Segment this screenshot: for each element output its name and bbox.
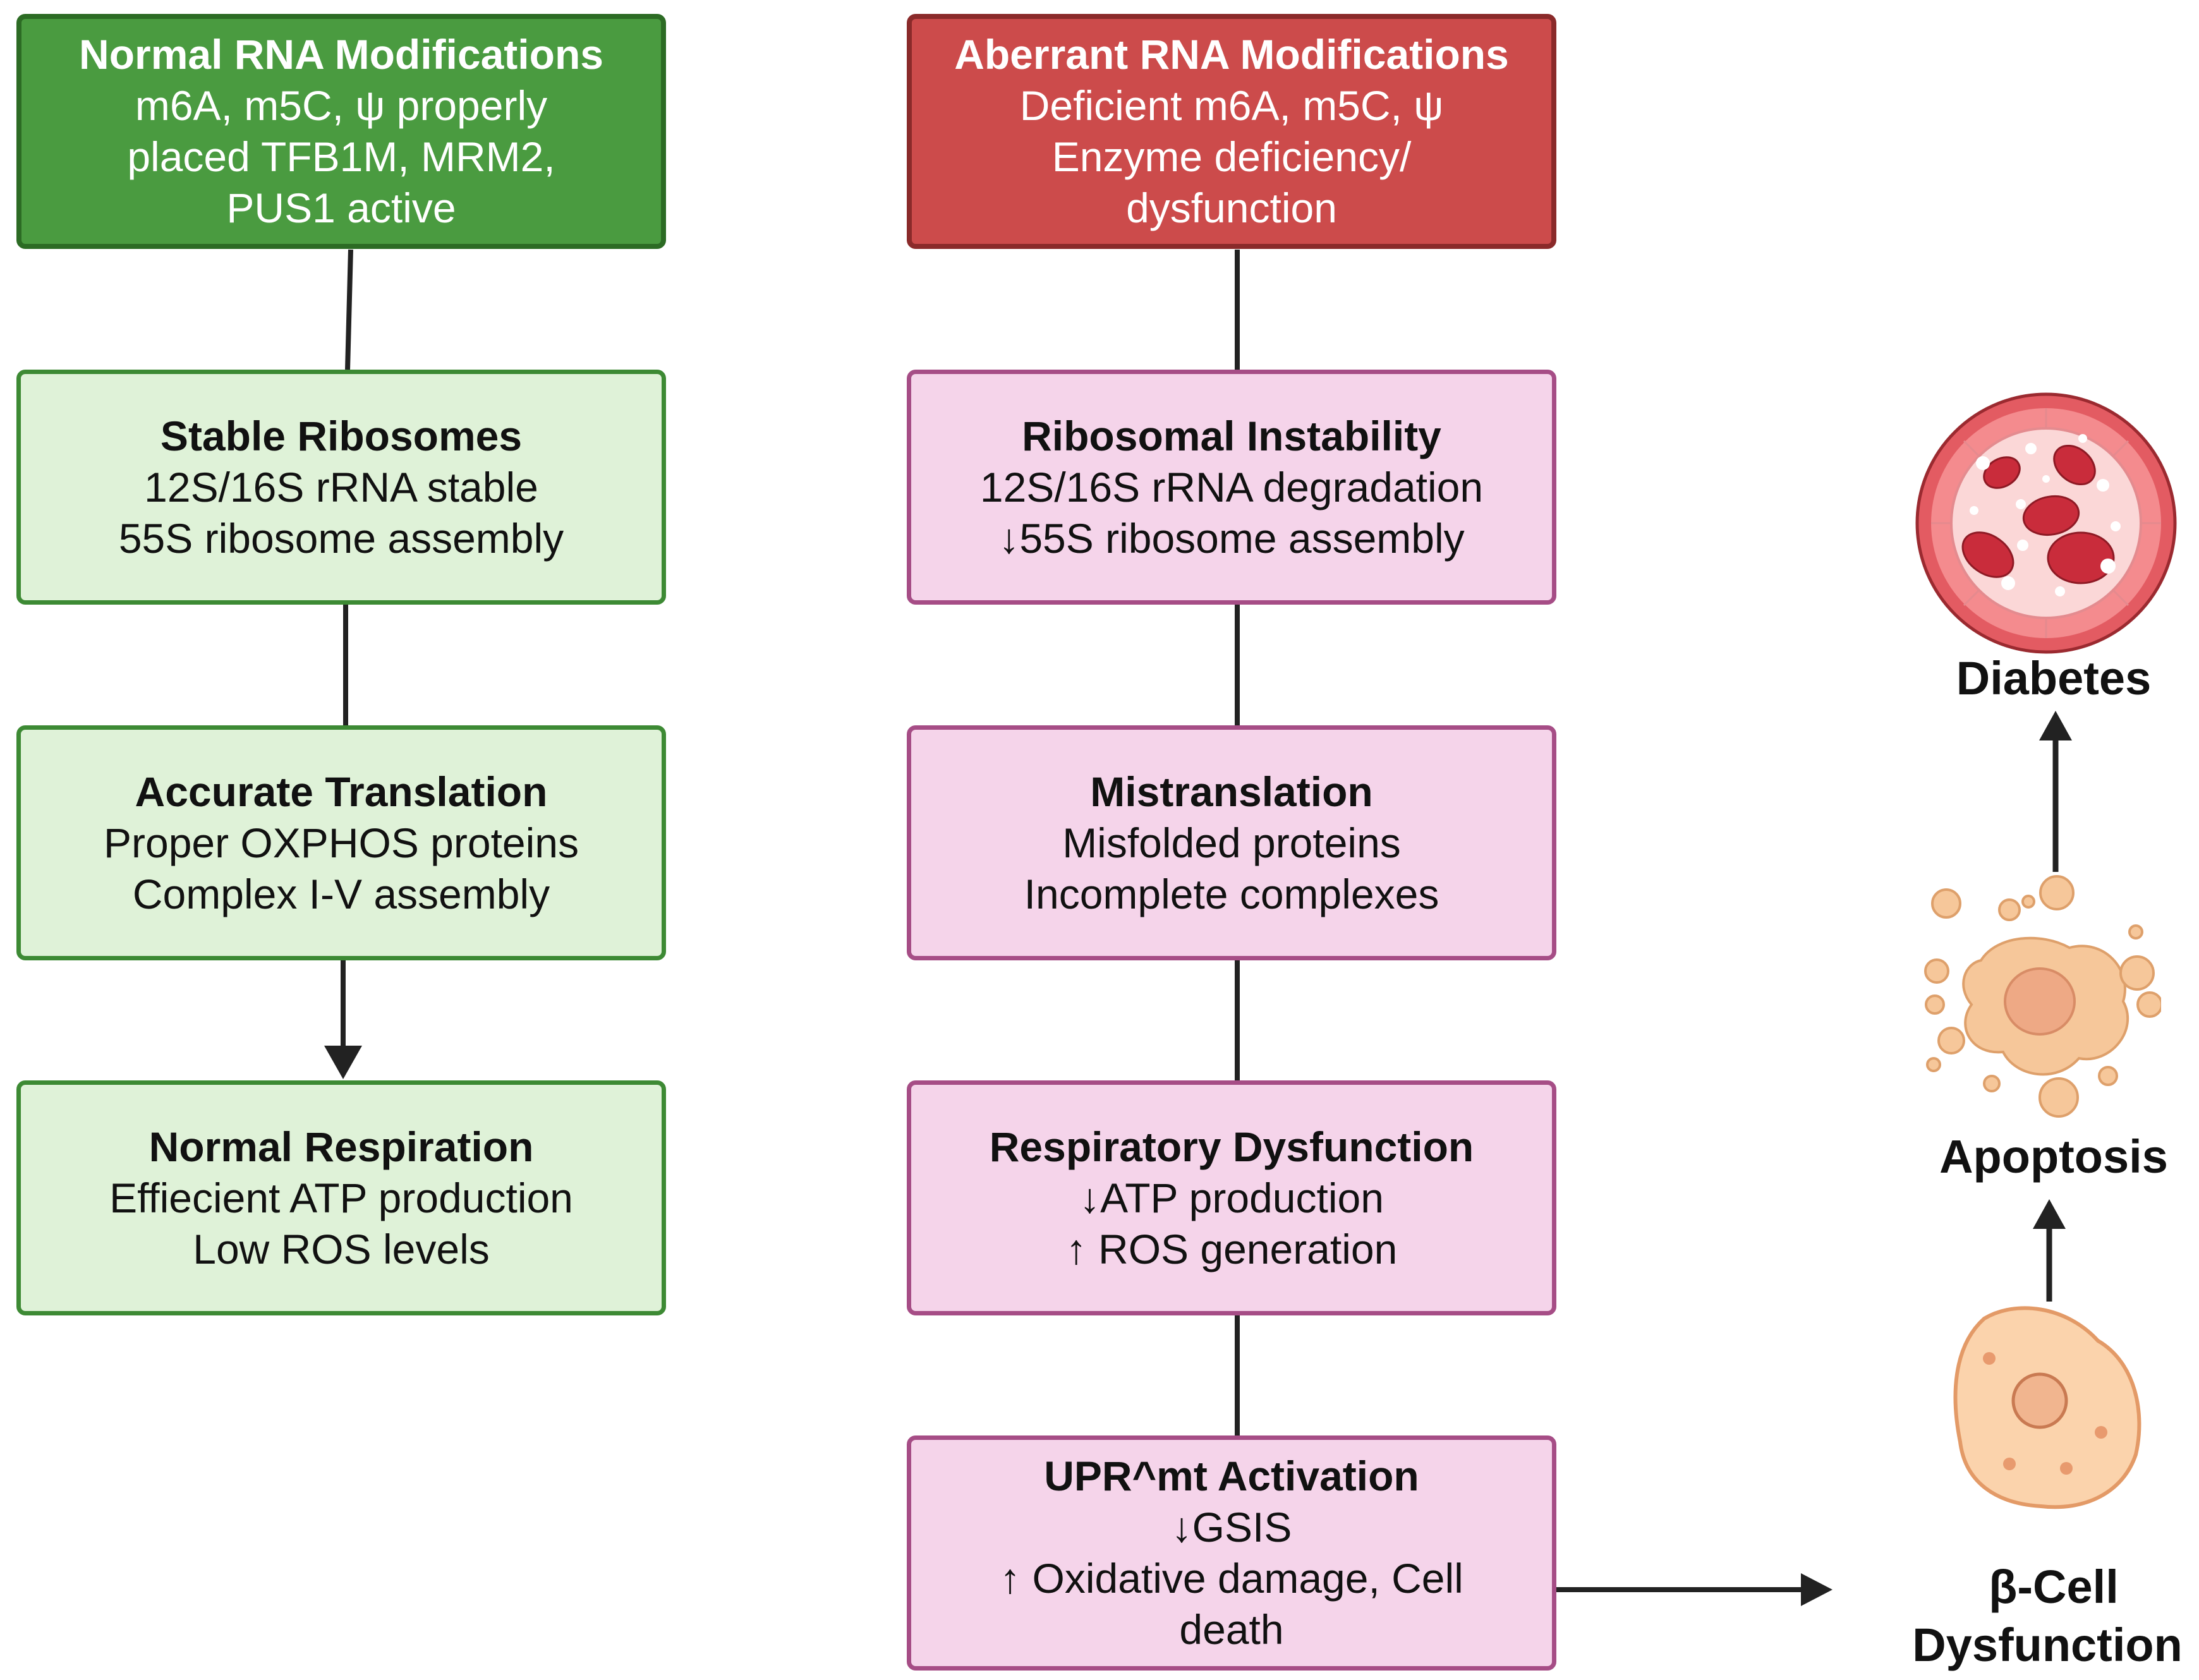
box-title: Respiratory Dysfunction (989, 1123, 1474, 1170)
box-line: ↓ATP production (1079, 1174, 1384, 1221)
blood-vessel-icon (1915, 392, 2177, 654)
arrowhead-diabetes (2039, 711, 2072, 740)
box-line: m6A, m5C, ψ properly (135, 82, 548, 129)
arrowhead-normal-respiration (324, 1046, 362, 1079)
ribosomal-instability-box: Ribosomal Instability 12S/16S rRNA degra… (907, 370, 1556, 605)
diabetes-label: Diabetes (1956, 652, 2152, 704)
box-title: Mistranslation (1090, 768, 1373, 815)
box-title: UPR^mt Activation (1044, 1453, 1419, 1499)
stable-ribosomes-box: Stable Ribosomes 12S/16S rRNA stable 55S… (16, 370, 666, 605)
beta-cell-label-line2: Dysfunction (1912, 1619, 2183, 1671)
box-line: Deficient m6A, m5C, ψ (1019, 82, 1444, 129)
box-title: Accurate Translation (135, 768, 548, 815)
box-title: Stable Ribosomes (160, 412, 523, 459)
box-line: ↓55S ribosome assembly (998, 514, 1465, 562)
accurate-translation-box: Accurate Translation Proper OXPHOS prote… (16, 725, 666, 960)
box-line: 12S/16S rRNA degradation (979, 463, 1484, 511)
box-line: ↓GSIS (1171, 1504, 1292, 1550)
box-line: 55S ribosome assembly (118, 514, 564, 562)
box-line: Complex I-V assembly (132, 870, 550, 917)
upr-mt-activation-box: UPR^mt Activation ↓GSIS ↑ Oxidative dama… (907, 1435, 1556, 1671)
box-line: Effiecient ATP production (109, 1174, 573, 1221)
normal-respiration-box: Normal Respiration Effiecient ATP produc… (16, 1080, 666, 1315)
beta-cell-label-line1: β-Cell (1989, 1561, 2119, 1613)
beta-cell-icon (1953, 1306, 2141, 1509)
connector-normal-1-2 (345, 249, 353, 370)
box-line: ↑ ROS generation (1065, 1225, 1398, 1272)
box-title: Normal RNA Modifications (79, 31, 603, 78)
arrowhead-beta-cell (1801, 1573, 1832, 1606)
box-line: Incomplete complexes (1024, 870, 1439, 917)
normal-rna-modifications-box: Normal RNA Modifications m6A, m5C, ψ pro… (16, 14, 666, 249)
box-title: Ribosomal Instability (1022, 412, 1441, 459)
respiratory-dysfunction-box: Respiratory Dysfunction ↓ATP production … (907, 1080, 1556, 1315)
mistranslation-box: Mistranslation Misfolded proteins Incomp… (907, 725, 1556, 960)
box-line: placed TFB1M, MRM2, (127, 133, 555, 180)
box-line: ↑ Oxidative damage, Cell (1000, 1555, 1463, 1602)
apoptosis-label: Apoptosis (1939, 1130, 2168, 1183)
arrowhead-apoptosis (2033, 1199, 2066, 1229)
box-line: death (1179, 1606, 1284, 1653)
box-line: 12S/16S rRNA stable (144, 463, 538, 511)
box-line: Proper OXPHOS proteins (104, 819, 579, 866)
box-line: Enzyme deficiency/ (1051, 133, 1412, 180)
box-line: Low ROS levels (193, 1225, 490, 1272)
box-line: PUS1 active (226, 184, 456, 231)
box-title: Normal Respiration (148, 1123, 534, 1170)
apoptotic-cell-icon (1924, 875, 2161, 1118)
box-line: dysfunction (1126, 184, 1337, 231)
box-title: Aberrant RNA Modifications (954, 31, 1509, 78)
box-line: Misfolded proteins (1062, 819, 1401, 866)
aberrant-rna-modifications-box: Aberrant RNA Modifications Deficient m6A… (907, 14, 1556, 249)
